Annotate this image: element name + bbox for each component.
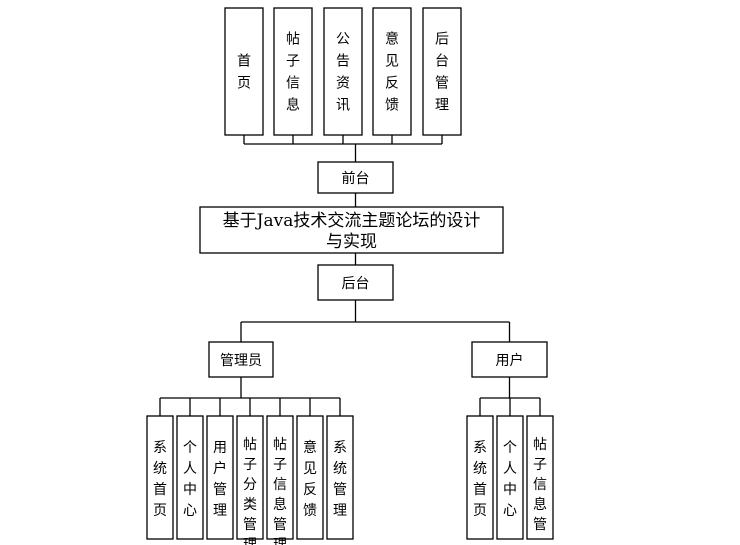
user-module-label-1: 个人中心 <box>503 440 517 519</box>
user-module-box-2 <box>526 415 554 540</box>
frontend-modules: 首页 帖子信息 公告资讯 意见反馈 后台管理 <box>224 7 462 136</box>
admin-modules: 系统首页 个人中心 用户管理 帖子分类管理 帖子信息管理 意见反馈 系统管理 <box>146 415 354 545</box>
frontend-module-label-3: 意见反馈 <box>385 31 399 114</box>
system-title-line1: 基于Java技术交流主题论坛的设计 <box>223 211 481 231</box>
admin-module-label-0: 系统首页 <box>153 440 167 519</box>
user-modules: 系统首页 个人中心 帖子信息管 <box>466 415 554 540</box>
admin-module-box-4 <box>266 415 294 540</box>
admin-module-box-3 <box>236 415 264 540</box>
user-module-box-1 <box>496 415 524 540</box>
admin-module-label-3: 帖子分类管理 <box>243 437 257 545</box>
admin-module-box-0 <box>146 415 174 540</box>
admin-module-label-2: 用户管理 <box>213 440 227 519</box>
system-title-box <box>199 206 504 254</box>
user-node-box <box>471 341 548 378</box>
frontend-module-box-0 <box>224 7 264 136</box>
user-module-label-0: 系统首页 <box>473 440 487 519</box>
admin-node-label: 管理员 <box>220 353 262 369</box>
admin-module-box-2 <box>206 415 234 540</box>
backend-node-box <box>317 264 394 301</box>
frontend-module-box-1 <box>273 7 313 136</box>
frontend-module-box-4 <box>422 7 462 136</box>
frontend-module-label-4: 后台管理 <box>435 32 449 114</box>
admin-module-box-5 <box>296 415 324 540</box>
admin-module-label-6: 系统管理 <box>333 440 347 519</box>
admin-node-box <box>208 341 274 378</box>
frontend-node-label: 前台 <box>342 170 370 187</box>
connector-lines <box>159 135 541 416</box>
backend-node-label: 后台 <box>342 276 370 292</box>
admin-module-label-1: 个人中心 <box>183 440 197 519</box>
admin-module-box-1 <box>176 415 204 540</box>
frontend-module-box-2 <box>323 7 363 136</box>
frontend-module-label-0: 首页 <box>237 54 251 92</box>
user-module-label-2: 帖子信息管 <box>533 437 547 533</box>
user-node-label: 用户 <box>496 352 524 369</box>
admin-module-label-4: 帖子信息管理 <box>273 437 287 545</box>
user-module-box-0 <box>466 415 494 540</box>
system-title-line2: 与实现 <box>326 232 377 252</box>
admin-module-label-5: 意见反馈 <box>303 439 317 519</box>
frontend-module-label-1: 帖子信息 <box>286 32 300 114</box>
frontend-node-box <box>317 161 394 194</box>
admin-module-box-6 <box>326 415 354 540</box>
frontend-module-label-2: 公告资讯 <box>336 32 350 114</box>
frontend-module-box-3 <box>372 7 412 136</box>
